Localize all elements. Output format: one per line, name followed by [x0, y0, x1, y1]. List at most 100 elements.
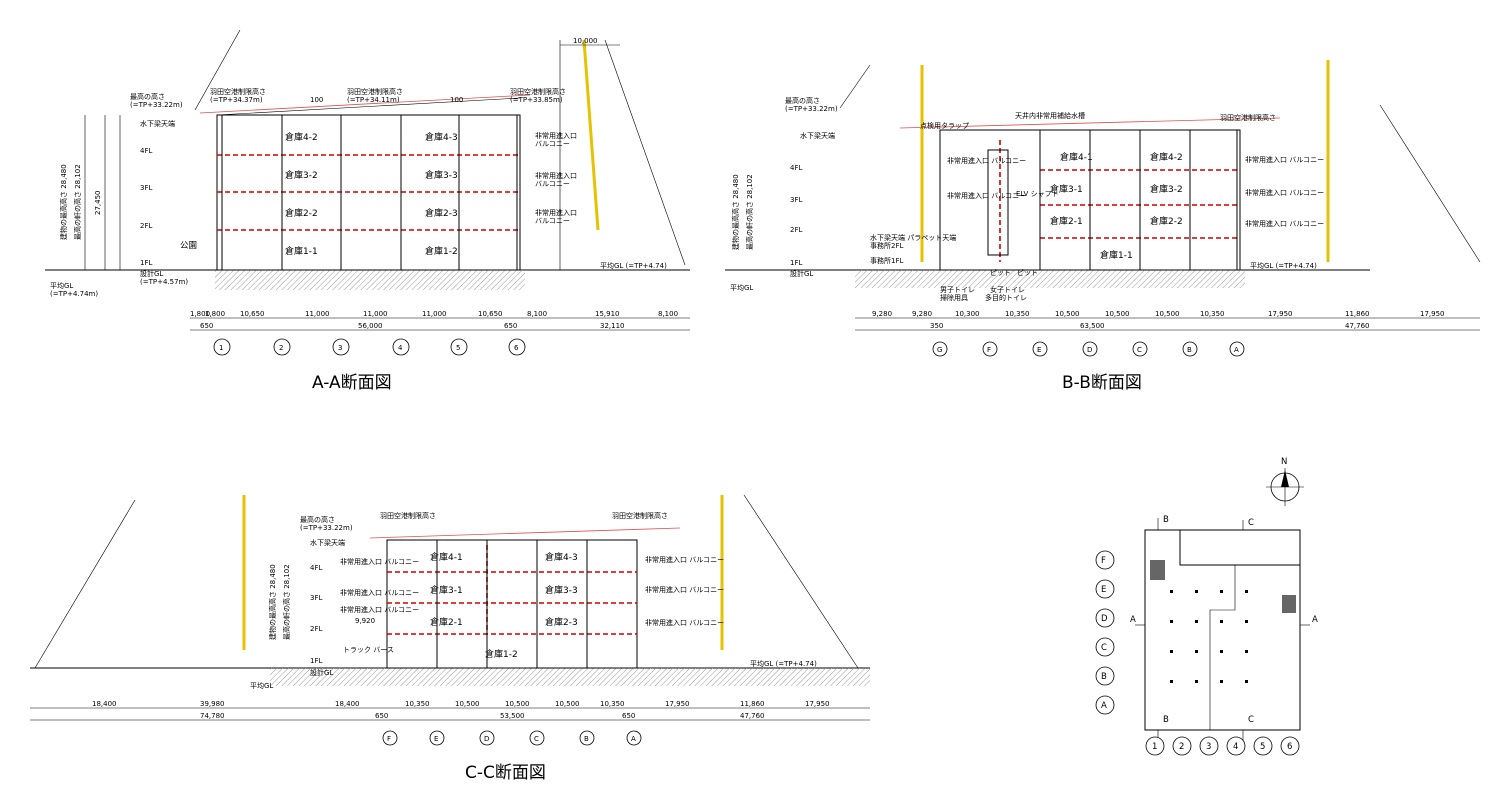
- svg-text:10,650: 10,650: [240, 310, 265, 318]
- svg-text:(=TP+4.74m): (=TP+4.74m): [50, 290, 98, 298]
- svg-text:非常用進入口 バルコニー: 非常用進入口 バルコニー: [645, 555, 724, 564]
- svg-text:11,860: 11,860: [740, 700, 765, 708]
- svg-text:1FL: 1FL: [140, 259, 152, 267]
- svg-text:E: E: [1101, 585, 1106, 595]
- svg-text:6: 6: [1287, 742, 1292, 752]
- svg-text:非常用進入口: 非常用進入口: [535, 131, 577, 140]
- svg-text:2: 2: [1179, 742, 1184, 752]
- svg-text:非常用進入口 バルコニー: 非常用進入口 バルコニー: [1245, 155, 1324, 164]
- svg-text:多目的トイレ: 多目的トイレ: [985, 293, 1027, 302]
- svg-text:事務所1FL: 事務所1FL: [870, 256, 903, 265]
- aa-park: 公園: [180, 241, 197, 251]
- svg-text:女子トイレ: 女子トイレ: [990, 285, 1025, 294]
- svg-text:D: D: [484, 735, 489, 743]
- svg-text:倉庫1-1: 倉庫1-1: [1100, 249, 1133, 261]
- svg-text:3FL: 3FL: [140, 184, 152, 192]
- svg-text:10,300: 10,300: [955, 310, 980, 318]
- svg-text:A: A: [1130, 615, 1136, 625]
- svg-text:8,100: 8,100: [527, 310, 547, 318]
- svg-text:平均GL (=TP+4.74): 平均GL (=TP+4.74): [750, 659, 817, 668]
- svg-text:5: 5: [456, 344, 460, 352]
- svg-text:倉庫2-1: 倉庫2-1: [430, 616, 463, 628]
- svg-text:10,500: 10,500: [1155, 310, 1180, 318]
- section-cc: 倉庫4-1 倉庫4-3 倉庫3-1 倉庫3-3 倉庫2-1 倉庫2-3 倉庫1-…: [30, 494, 870, 783]
- key-plan: N B C A A: [1095, 457, 1318, 756]
- svg-text:非常用進入口 バルコニー: 非常用進入口 バルコニー: [340, 557, 419, 566]
- svg-text:倉庫3-1: 倉庫3-1: [1050, 183, 1083, 195]
- svg-text:(=TP+34.37m): (=TP+34.37m): [210, 96, 263, 104]
- svg-text:11,000: 11,000: [363, 310, 388, 318]
- svg-text:水下梁天端 パラペット天端: 水下梁天端 パラペット天端: [870, 233, 956, 242]
- svg-text:11,000: 11,000: [422, 310, 447, 318]
- section-aa: 倉庫4-2 倉庫4-3 倉庫3-2 倉庫3-3 倉庫2-2 倉庫2-3 倉庫1-…: [45, 29, 690, 393]
- svg-text:5: 5: [1260, 742, 1265, 752]
- svg-text:平均GL: 平均GL: [250, 681, 273, 690]
- svg-text:水下梁天端: 水下梁天端: [310, 538, 345, 547]
- svg-text:C: C: [534, 735, 539, 743]
- bb-grid-axis: G F E D C B A: [932, 341, 1245, 357]
- svg-text:倉庫2-1: 倉庫2-1: [1050, 215, 1083, 227]
- svg-text:47,760: 47,760: [1345, 322, 1370, 330]
- svg-text:非常用進入口 バルコニー: 非常用進入口 バルコニー: [947, 191, 1026, 200]
- svg-text:1FL: 1FL: [310, 657, 322, 665]
- svg-text:A: A: [1234, 346, 1239, 354]
- svg-text:3FL: 3FL: [790, 196, 802, 204]
- cc-grid-axis: F E D C B A: [382, 730, 642, 746]
- svg-text:3FL: 3FL: [310, 594, 322, 602]
- svg-text:17,950: 17,950: [805, 700, 830, 708]
- svg-text:倉庫4-2: 倉庫4-2: [1150, 151, 1183, 163]
- svg-text:C: C: [1137, 346, 1142, 354]
- svg-text:39,980: 39,980: [200, 700, 225, 708]
- svg-text:倉庫3-1: 倉庫3-1: [430, 584, 463, 596]
- svg-text:A: A: [631, 735, 636, 743]
- svg-text:羽田空港制限高さ: 羽田空港制限高さ: [210, 87, 266, 96]
- aa-room: 倉庫3-2: [285, 169, 318, 181]
- svg-text:非常用進入口 バルコニー: 非常用進入口 バルコニー: [1245, 188, 1324, 197]
- svg-text:N: N: [1281, 457, 1287, 467]
- bb-title: B-B断面図: [1062, 373, 1142, 393]
- svg-text:11,860: 11,860: [1345, 310, 1370, 318]
- svg-text:倉庫3-2: 倉庫3-2: [1150, 183, 1183, 195]
- svg-text:17,950: 17,950: [665, 700, 690, 708]
- svg-text:2: 2: [279, 344, 283, 352]
- svg-text:平均GL: 平均GL: [50, 281, 73, 290]
- svg-text:羽田空港制限高さ: 羽田空港制限高さ: [380, 511, 436, 520]
- svg-text:倉庫2-2: 倉庫2-2: [1150, 215, 1183, 227]
- svg-text:建物の最高高さ 28,480: 建物の最高高さ 28,480: [59, 164, 68, 240]
- svg-text:(=TP+4.57m): (=TP+4.57m): [140, 278, 188, 286]
- svg-text:ピット: ピット: [990, 269, 1011, 277]
- svg-text:1FL: 1FL: [790, 259, 802, 267]
- svg-text:10,500: 10,500: [455, 700, 480, 708]
- svg-text:設計GL: 設計GL: [310, 668, 333, 677]
- svg-text:9,920: 9,920: [355, 617, 375, 625]
- aa-title: A-A断面図: [312, 373, 392, 393]
- svg-text:1,800: 1,800: [190, 310, 210, 318]
- cc-building: [386, 539, 638, 669]
- svg-text:倉庫4-3: 倉庫4-3: [545, 551, 578, 563]
- svg-text:B: B: [1163, 715, 1169, 725]
- svg-text:バルコニー: バルコニー: [535, 180, 570, 188]
- aa-room: 倉庫2-3: [425, 207, 458, 219]
- svg-text:56,000: 56,000: [358, 322, 383, 330]
- svg-text:10,350: 10,350: [1005, 310, 1030, 318]
- north-arrow-icon: N: [1266, 457, 1304, 506]
- svg-text:掃除用具: 掃除用具: [940, 293, 968, 302]
- svg-text:羽田空港制限高さ: 羽田空港制限高さ: [510, 87, 566, 96]
- svg-text:4FL: 4FL: [790, 164, 802, 172]
- key-dots: [1170, 590, 1248, 683]
- svg-text:1: 1: [1152, 742, 1157, 752]
- svg-text:A: A: [1312, 615, 1318, 625]
- svg-text:1,800: 1,800: [205, 310, 225, 318]
- svg-text:9,280: 9,280: [912, 310, 932, 318]
- svg-text:F: F: [1101, 556, 1106, 566]
- svg-text:650: 650: [504, 322, 517, 330]
- svg-text:バルコニー: バルコニー: [535, 140, 570, 148]
- svg-text:非常用進入口: 非常用進入口: [535, 171, 577, 180]
- svg-text:C: C: [1248, 715, 1254, 725]
- svg-text:F: F: [387, 735, 391, 743]
- svg-text:倉庫4-1: 倉庫4-1: [430, 551, 463, 563]
- svg-text:非常用進入口 バルコニー: 非常用進入口 バルコニー: [947, 156, 1026, 165]
- key-row-axis: F E D C B A: [1095, 550, 1115, 715]
- svg-text:最高の軒の高さ 28,102: 最高の軒の高さ 28,102: [282, 564, 291, 640]
- svg-text:6: 6: [514, 344, 519, 352]
